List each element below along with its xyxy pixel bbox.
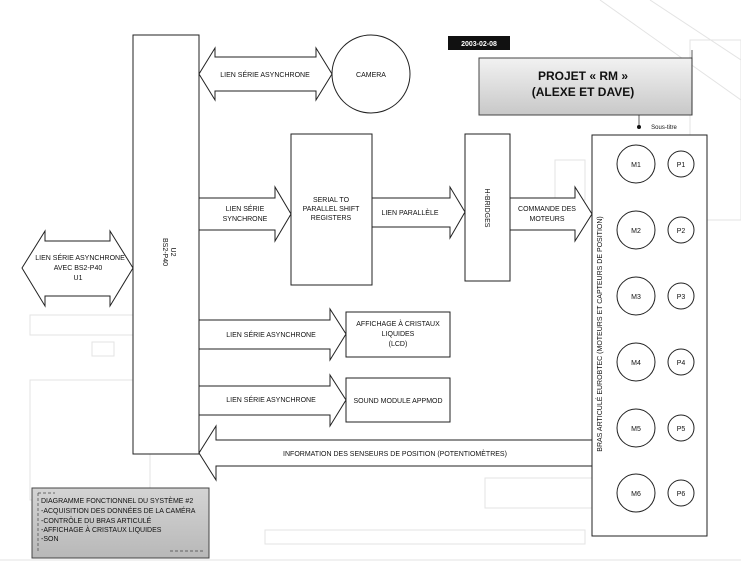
sound-link-label: LIEN SÉRIE ASYNCHRONE (226, 395, 316, 404)
motor-label: M1 (631, 162, 641, 169)
pot-p5 (667, 414, 695, 442)
motor-command-arrow: COMMANDE DES MOTEURS (509, 185, 593, 243)
motor-m3 (616, 276, 656, 316)
sync-link-label-1: LIEN SÉRIE (226, 204, 265, 213)
pot-label: P6 (677, 491, 686, 498)
date-tag: 2003-02-08 (448, 36, 510, 50)
controller-label-2: U2 (169, 248, 176, 257)
camera-link-arrow: LIEN SÉRIE ASYNCHRONE (198, 46, 333, 102)
lcd-link-label: LIEN SÉRIE ASYNCHRONE (226, 330, 316, 339)
hbridges-block: H-BRIDGES (464, 133, 511, 282)
pot-p2 (667, 216, 695, 244)
camera-label: CAMERA (356, 72, 386, 79)
lcd-label-1: AFFICHAGE À CRISTAUX (356, 319, 440, 328)
project-title: PROJET « RM » (538, 69, 628, 83)
motor-m1 (616, 144, 656, 184)
feedback-arrow: INFORMATION DES SENSEURS DE POSITION (PO… (198, 424, 593, 482)
lcd-label-2: LIQUIDES (382, 331, 415, 338)
subtitle-label: Sous-titre (651, 125, 677, 131)
left-link-label-1: LIEN SÉRIE ASYNCHRONE (35, 253, 125, 262)
lcd-label-3: (LCD) (389, 341, 408, 348)
pot-p3 (667, 282, 695, 310)
shift-registers-block: SERIAL TO PARALLEL SHIFT REGISTERS (290, 133, 373, 286)
legend-item: -AFFICHAGE À CRISTAUX LIQUIDES (41, 525, 162, 534)
pot-label: P3 (677, 294, 686, 301)
motor-command-label-2: MOTEURS (530, 216, 565, 223)
camera-link-label: LIEN SÉRIE ASYNCHRONE (220, 70, 310, 79)
feedback-label: INFORMATION DES SENSEURS DE POSITION (PO… (283, 449, 507, 458)
pot-p1 (667, 150, 695, 178)
motor-label: M4 (631, 360, 641, 367)
robot-arm-block: BRAS ARTICULÉ EUROBTEC (MOTEURS ET CAPTE… (591, 134, 708, 537)
hbridges-label: H-BRIDGES (483, 189, 490, 228)
lcd-block: AFFICHAGE À CRISTAUX LIQUIDES (LCD) (345, 311, 451, 358)
motor-m2 (616, 210, 656, 250)
date-tag-text: 2003-02-08 (461, 41, 497, 48)
motor-m6 (616, 473, 656, 513)
potentiometer-list: P1 P2 P3 P4 P5 P6 (667, 150, 695, 507)
pot-p6 (667, 479, 695, 507)
pot-p4 (667, 348, 695, 376)
sound-link-arrow: LIEN SÉRIE ASYNCHRONE (198, 373, 347, 428)
legend-title: DIAGRAMME FONCTIONNEL DU SYSTÈME #2 (41, 496, 193, 505)
motor-label: M3 (631, 294, 641, 301)
shift-registers-label-1: SERIAL TO (313, 197, 350, 204)
robot-arm-label: BRAS ARTICULÉ EUROBTEC (MOTEURS ET CAPTE… (595, 216, 604, 451)
motor-list: M1 M2 M3 M4 M5 M6 (616, 144, 656, 513)
legend-item: -CONTRÔLE DU BRAS ARTICULÉ (41, 516, 152, 525)
subtitle-connector: Sous-titre (637, 50, 693, 131)
shift-registers-label-3: REGISTERS (311, 215, 352, 222)
sound-block: SOUND MODULE APPMOD (345, 377, 451, 423)
sync-link-label-2: SYNCHRONE (223, 216, 268, 223)
pot-label: P2 (677, 228, 686, 235)
left-link-label-2: AVEC BS2-P40 (54, 265, 103, 272)
left-link-arrow: LIEN SÉRIE ASYNCHRONE AVEC BS2-P40 U1 (21, 229, 134, 308)
shift-registers-label-2: PARALLEL SHIFT (303, 206, 361, 213)
camera-node: CAMERA (331, 34, 411, 114)
motor-label: M5 (631, 426, 641, 433)
background-decoration (0, 0, 741, 561)
sound-label: SOUND MODULE APPMOD (353, 398, 442, 405)
project-authors: (ALEXE ET DAVE) (532, 85, 634, 99)
legend-item: -ACQUISITION DES DONNÉES DE LA CAMÉRA (41, 506, 196, 515)
motor-label: M6 (631, 491, 641, 498)
controller-label-1: BS2-P40 (161, 238, 168, 266)
pot-label: P1 (677, 162, 686, 169)
parallel-link-arrow: LIEN PARALLÈLE (371, 185, 466, 240)
controller-block: BS2-P40 U2 (132, 34, 200, 455)
parallel-link-label: LIEN PARALLÈLE (381, 208, 438, 217)
motor-command-label-1: COMMANDE DES (518, 206, 576, 213)
pot-label: P4 (677, 360, 686, 367)
left-link-label-3: U1 (74, 275, 83, 282)
legend-item: -SON (41, 536, 59, 543)
motor-m4 (616, 342, 656, 382)
motor-m5 (616, 408, 656, 448)
pot-label: P5 (677, 426, 686, 433)
project-title-box: PROJET « RM » (ALEXE ET DAVE) (478, 57, 693, 116)
sync-link-arrow: LIEN SÉRIE SYNCHRONE (198, 185, 292, 243)
lcd-link-arrow: LIEN SÉRIE ASYNCHRONE (198, 307, 347, 362)
legend-box: DIAGRAMME FONCTIONNEL DU SYSTÈME #2 -ACQ… (31, 487, 210, 559)
motor-label: M2 (631, 228, 641, 235)
